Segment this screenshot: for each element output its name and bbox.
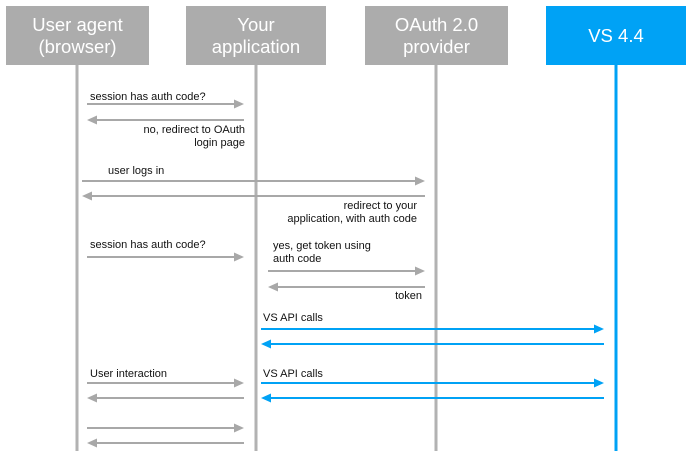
actor-user-agent-label: User agent (browser) — [32, 13, 123, 57]
actor-your-application-label: Your application — [211, 13, 301, 57]
actor-user-agent: User agent (browser) — [6, 6, 149, 65]
message-label: User interaction — [90, 368, 168, 380]
actor-oauth-provider-label: OAuth 2.0 provider — [394, 13, 479, 57]
arrowhead — [87, 393, 97, 403]
arrowhead — [234, 423, 244, 433]
actor-vs-label: VS 4.4 — [588, 24, 644, 46]
arrowhead — [261, 339, 271, 349]
message-label: yes, get token using auth code — [273, 240, 371, 265]
actor-your-application: Your application — [186, 6, 326, 65]
arrowhead — [415, 176, 425, 186]
arrowhead — [234, 378, 244, 388]
arrowhead — [87, 115, 97, 125]
actor-oauth-provider: OAuth 2.0 provider — [365, 6, 508, 65]
message-label: user logs in — [108, 165, 165, 177]
arrowhead — [594, 378, 604, 388]
arrowhead — [268, 282, 278, 292]
arrowhead — [234, 99, 244, 109]
message-label: token — [395, 290, 422, 302]
arrowhead — [261, 393, 271, 403]
message-label: VS API calls — [263, 368, 323, 380]
arrowhead — [594, 324, 604, 334]
arrowhead — [234, 252, 244, 262]
actor-vs: VS 4.4 — [546, 6, 686, 65]
message-label: redirect to your application, with auth … — [287, 200, 417, 225]
message-label: session has auth code? — [90, 91, 206, 103]
message-label: no, redirect to OAuth login page — [143, 124, 246, 149]
arrowhead — [82, 191, 92, 201]
arrowhead — [415, 266, 425, 276]
message-label: VS API calls — [263, 312, 323, 324]
message-label: session has auth code? — [90, 239, 206, 251]
arrowhead — [87, 438, 97, 448]
